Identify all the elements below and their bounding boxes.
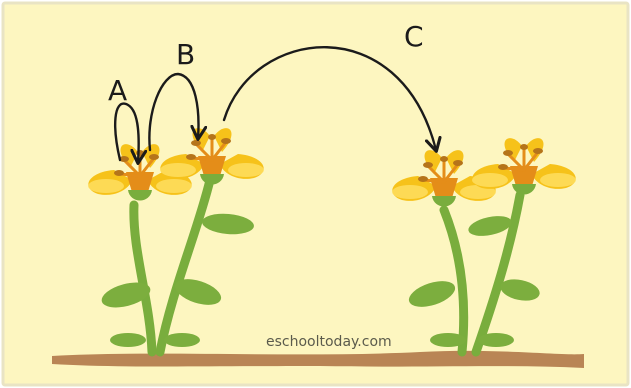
watermark: eschooltoday.com xyxy=(266,334,392,350)
label-b: B xyxy=(176,38,195,71)
label-a: A xyxy=(108,74,127,107)
label-c: C xyxy=(404,20,424,53)
